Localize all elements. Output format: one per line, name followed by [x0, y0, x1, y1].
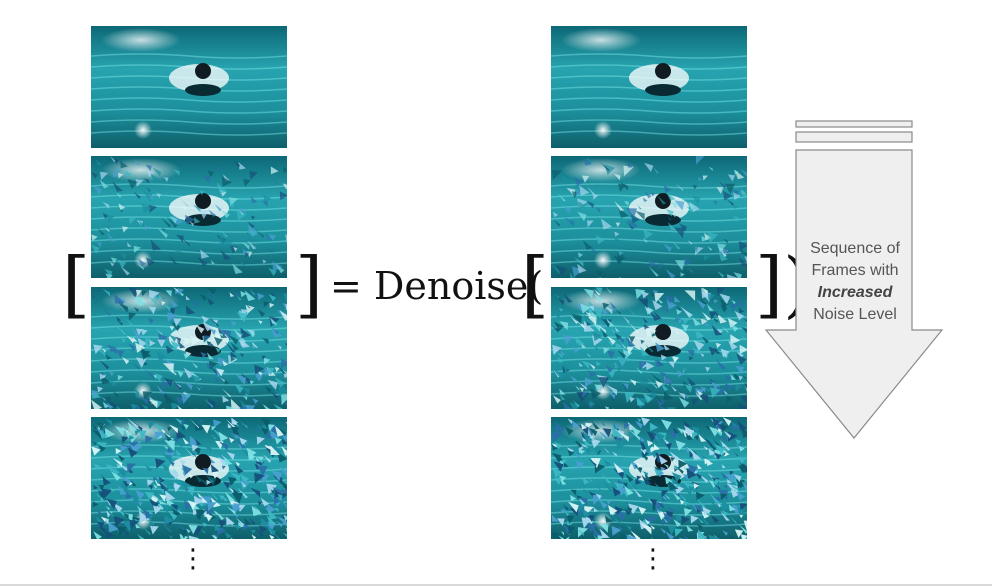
- bottom-divider: [0, 584, 992, 586]
- left-bracket-close: ]: [295, 242, 324, 326]
- right-frame-2: [551, 156, 747, 278]
- arrow-label-line2: Frames with: [811, 262, 899, 279]
- left-frame-2: [91, 156, 287, 278]
- right-ellipsis: ⋮: [640, 544, 666, 574]
- right-frame-4: [551, 417, 747, 539]
- noise-arrow: [764, 120, 944, 439]
- right-frame-1: [551, 26, 747, 148]
- left-frame-3: [91, 287, 287, 409]
- inner-bracket-open: [: [521, 242, 550, 326]
- left-ellipsis: ⋮: [180, 544, 206, 574]
- arrow-label-line4: Noise Level: [813, 306, 897, 323]
- equals-denoise-label: = Denoise(: [330, 264, 544, 308]
- left-bracket-open: [: [62, 242, 91, 326]
- arrow-label-emphasis: Increased: [817, 284, 893, 301]
- arrow-label-line1: Sequence of: [810, 240, 900, 257]
- left-frame-4: [91, 417, 287, 539]
- arrow-label: Sequence of Frames with Increased Noise …: [793, 238, 917, 326]
- left-frame-1: [91, 26, 287, 148]
- right-frame-3: [551, 287, 747, 409]
